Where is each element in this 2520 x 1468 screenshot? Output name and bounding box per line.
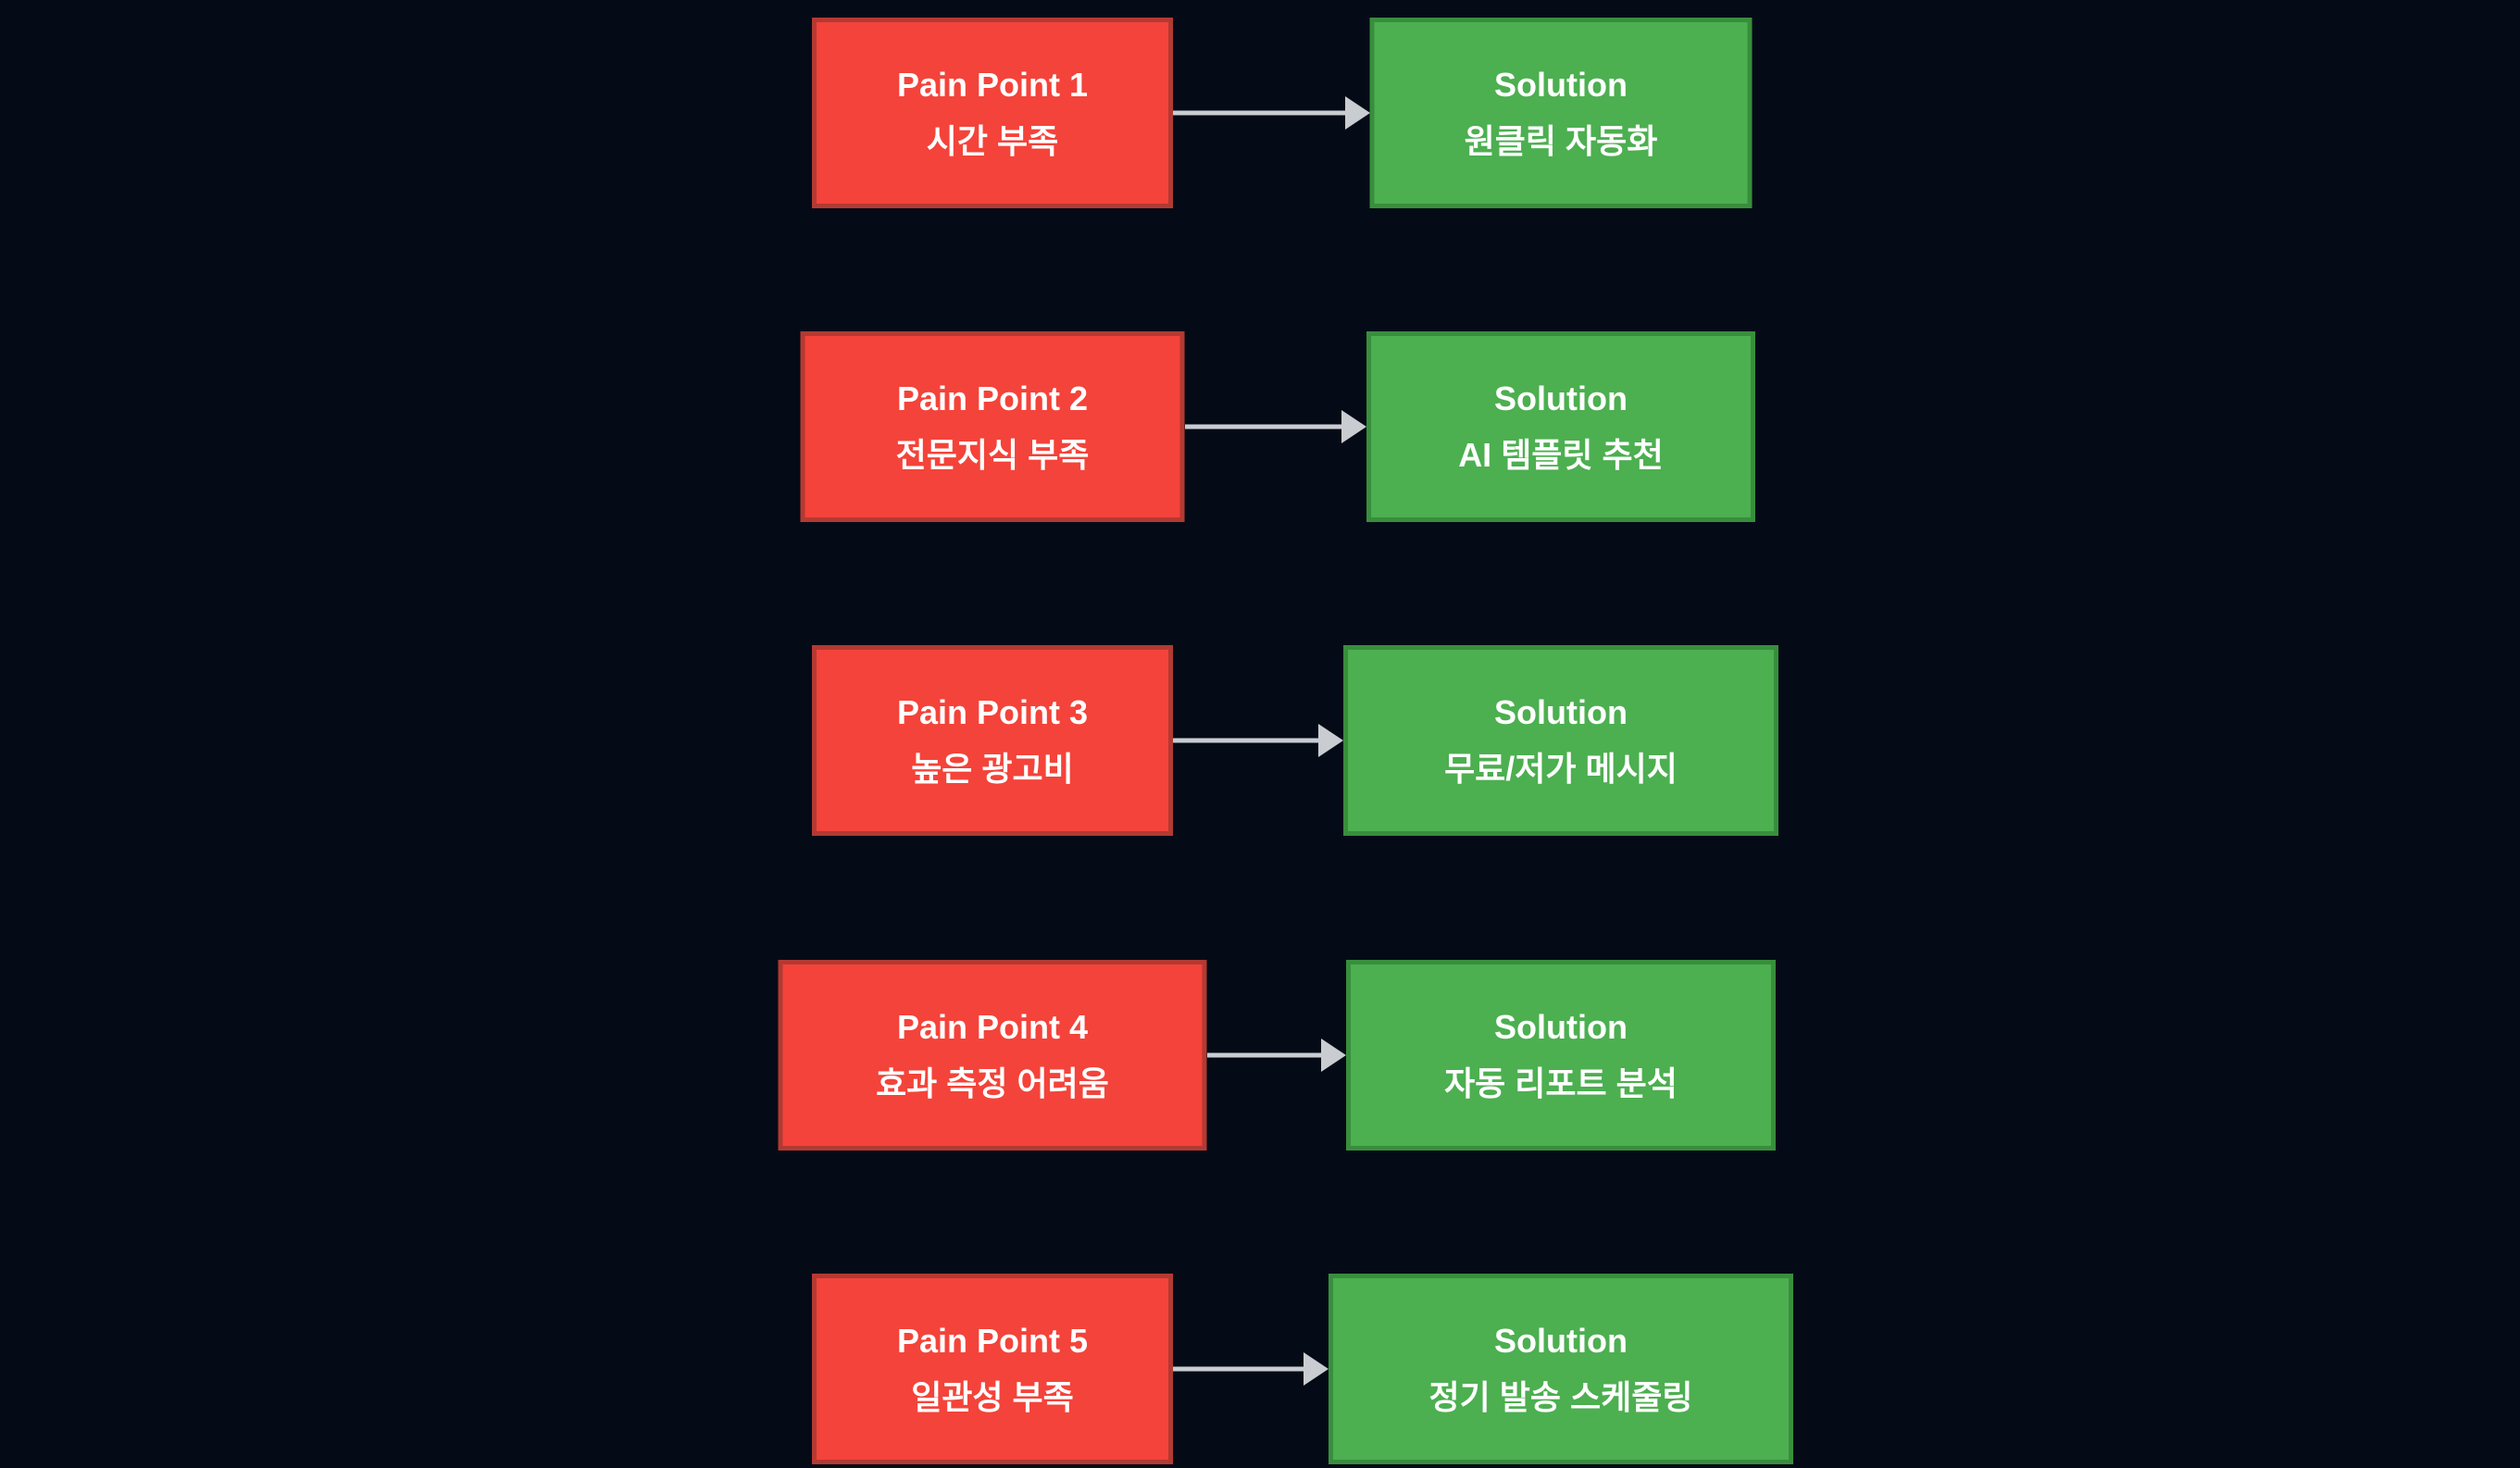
pain-point-box: Pain Point 1 시간 부족 — [812, 18, 1173, 208]
pain-point-title: Pain Point 1 — [896, 65, 1089, 104]
pain-solution-row: Pain Point 5 일관성 부족 Solution 정기 발송 스케줄링 — [0, 1274, 2520, 1464]
arrow-line — [1184, 424, 1346, 429]
pain-point-title: Pain Point 3 — [896, 692, 1089, 731]
arrow-connector — [1173, 724, 1343, 757]
solution-subtitle: 원클릭 자동화 — [1464, 122, 1658, 160]
arrow-line — [1173, 110, 1350, 116]
arrow-head-icon — [1318, 724, 1343, 757]
arrow-head-icon — [1304, 1352, 1329, 1386]
arrow-head-icon — [1344, 96, 1370, 130]
arrow-line — [1173, 738, 1323, 743]
arrow-head-icon — [1341, 410, 1366, 443]
arrow-connector — [1173, 1352, 1329, 1386]
pain-point-box: Pain Point 2 전문지식 부족 — [800, 331, 1185, 522]
pain-point-subtitle: 일관성 부족 — [911, 1378, 1074, 1416]
arrow-line — [1173, 1366, 1308, 1372]
solution-title: Solution — [1494, 379, 1628, 417]
solution-box: Solution 정기 발송 스케줄링 — [1329, 1274, 1793, 1464]
solution-title: Solution — [1494, 1321, 1628, 1360]
solution-subtitle: 자동 리포트 분석 — [1444, 1064, 1678, 1102]
pain-solution-row: Pain Point 1 시간 부족 Solution 원클릭 자동화 — [0, 18, 2520, 208]
solution-box: Solution 무료/저가 메시지 — [1343, 645, 1778, 836]
arrow-connector — [1184, 410, 1366, 443]
arrow-connector — [1173, 96, 1370, 130]
pain-point-subtitle: 높은 광고비 — [911, 750, 1074, 788]
arrow-line — [1206, 1052, 1326, 1058]
pain-point-title: Pain Point 4 — [896, 1007, 1089, 1046]
solution-title: Solution — [1494, 692, 1628, 731]
solution-subtitle: 무료/저가 메시지 — [1444, 750, 1678, 788]
pain-point-box: Pain Point 4 효과 측정 어려움 — [778, 960, 1207, 1151]
solution-title: Solution — [1494, 1007, 1628, 1046]
pain-point-subtitle: 시간 부족 — [926, 122, 1059, 160]
pain-point-box: Pain Point 5 일관성 부족 — [812, 1274, 1173, 1464]
solution-box: Solution 원클릭 자동화 — [1369, 18, 1753, 208]
solution-box: Solution 자동 리포트 분석 — [1346, 960, 1776, 1151]
pain-point-title: Pain Point 5 — [896, 1321, 1089, 1360]
solution-subtitle: AI 템플릿 추천 — [1458, 436, 1664, 474]
pain-point-title: Pain Point 2 — [896, 379, 1089, 417]
pain-solution-row: Pain Point 2 전문지식 부족 Solution AI 템플릿 추천 — [0, 331, 2520, 522]
pain-point-box: Pain Point 3 높은 광고비 — [812, 645, 1173, 836]
pain-point-subtitle: 효과 측정 어려움 — [876, 1064, 1109, 1102]
solution-title: Solution — [1494, 65, 1628, 104]
arrow-connector — [1206, 1039, 1346, 1072]
pain-solution-row: Pain Point 3 높은 광고비 Solution 무료/저가 메시지 — [0, 645, 2520, 836]
solution-subtitle: 정기 발송 스케줄링 — [1428, 1378, 1693, 1416]
arrow-head-icon — [1321, 1039, 1346, 1072]
solution-box: Solution AI 템플릿 추천 — [1366, 331, 1755, 522]
pain-solution-row: Pain Point 4 효과 측정 어려움 Solution 자동 리포트 분… — [0, 960, 2520, 1151]
pain-point-subtitle: 전문지식 부족 — [895, 436, 1090, 474]
